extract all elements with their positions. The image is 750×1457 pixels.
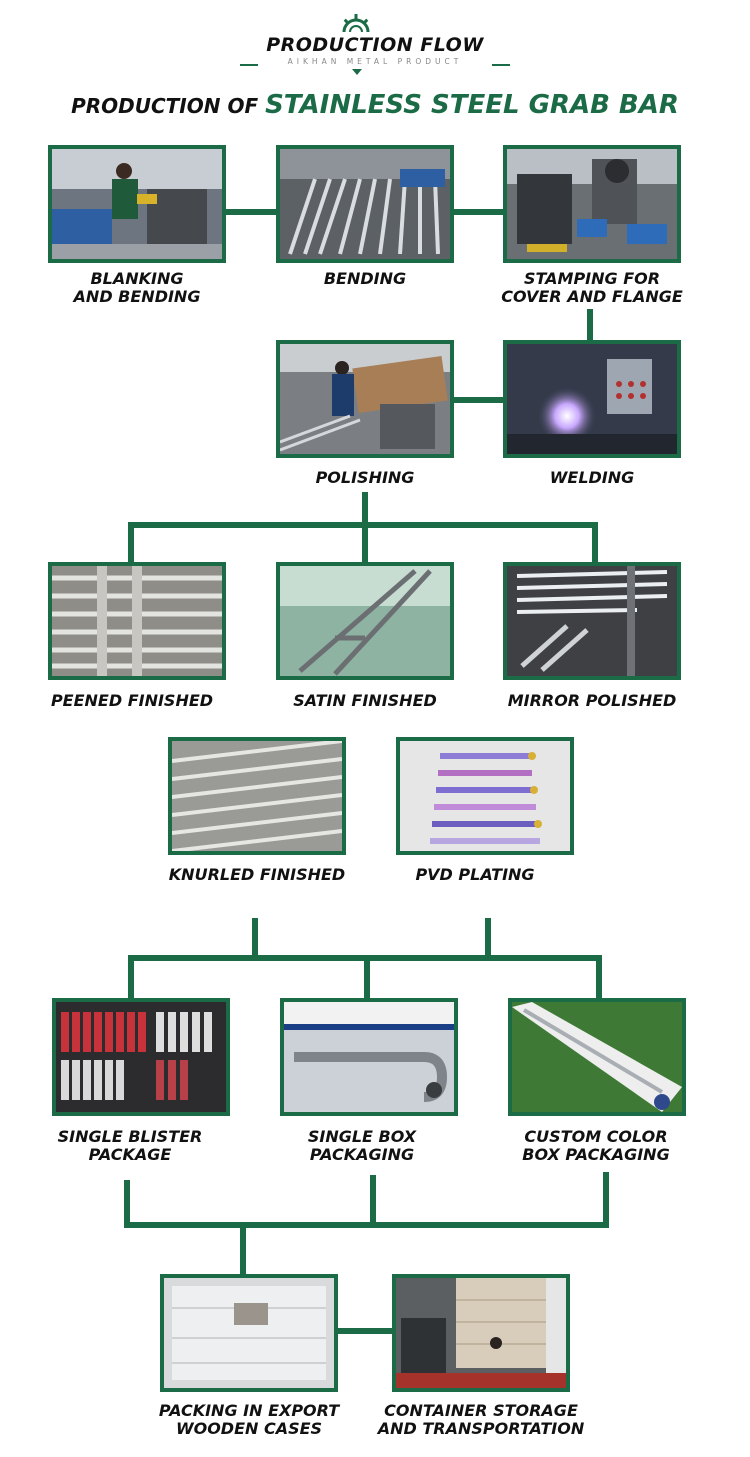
peened-photo [48,562,226,680]
header-rule-left [240,64,258,66]
connector-4 [453,397,505,403]
connector-13 [128,955,134,999]
connector-2 [453,209,505,215]
page-title-accent: STAINLESS STEEL GRAB BAR [265,90,679,120]
connector-15 [596,955,602,999]
connector-17 [370,1175,376,1225]
connector-16 [124,1180,130,1228]
colorbox-label: CUSTOM COLOR BOX PACKAGING [522,1127,670,1164]
page-title: PRODUCTION OF STAINLESS STEEL GRAB BAR [0,90,750,120]
polishing-photo [276,340,454,458]
connector-14 [364,955,370,999]
blister-photo [52,998,230,1116]
wooden-label: PACKING IN EXPORT WOODEN CASES [158,1401,340,1438]
mirror-label: MIRROR POLISHED [507,691,677,710]
mirror-photo [503,562,681,680]
connector-19 [124,1222,609,1228]
connector-18 [603,1172,609,1228]
polishing-label: POLISHING [315,468,415,487]
box-label: SINGLE BOX PACKAGING [307,1127,417,1164]
satin-label: SATIN FINISHED [293,691,437,710]
container-photo [392,1274,570,1392]
connector-21 [335,1328,395,1334]
welding-label: WELDING [549,468,635,487]
bending-label: BENDING [323,269,407,288]
bending-photo [276,145,454,263]
blanking-label: BLANKING AND BENDING [73,269,201,306]
connector-20 [240,1222,246,1278]
connector-5 [362,492,368,525]
gear-logo-icon [342,14,370,33]
satin-photo [276,562,454,680]
connector-9 [592,522,598,564]
header-pointer-icon [352,69,362,75]
pvd-label: PVD PLATING [415,865,535,884]
container-label: CONTAINER STORAGE AND TRANSPORTATION [377,1401,585,1438]
connector-10 [252,918,258,958]
connector-8 [362,522,368,564]
colorbox-photo [508,998,686,1116]
knurled-photo [168,737,346,855]
stamping-label: STAMPING FOR COVER AND FLANGE [501,269,683,306]
connector-1 [226,209,278,215]
connector-11 [485,918,491,958]
header-title: PRODUCTION FLOW [266,34,484,56]
connector-7 [128,522,134,564]
connector-3 [587,309,593,343]
wooden-photo [160,1274,338,1392]
welding-photo [503,340,681,458]
knurled-label: KNURLED FINISHED [168,865,346,884]
page-title-prefix: PRODUCTION OF [71,94,259,118]
pvd-photo [396,737,574,855]
stamping-photo [503,145,681,263]
peened-label: PEENED FINISHED [50,691,214,710]
box-photo [280,998,458,1116]
blister-label: SINGLE BLISTER PACKAGE [57,1127,203,1164]
blanking-photo [48,145,226,263]
header-subtitle: AIKHAN METAL PRODUCT [287,57,463,66]
header-rule-right [492,64,510,66]
